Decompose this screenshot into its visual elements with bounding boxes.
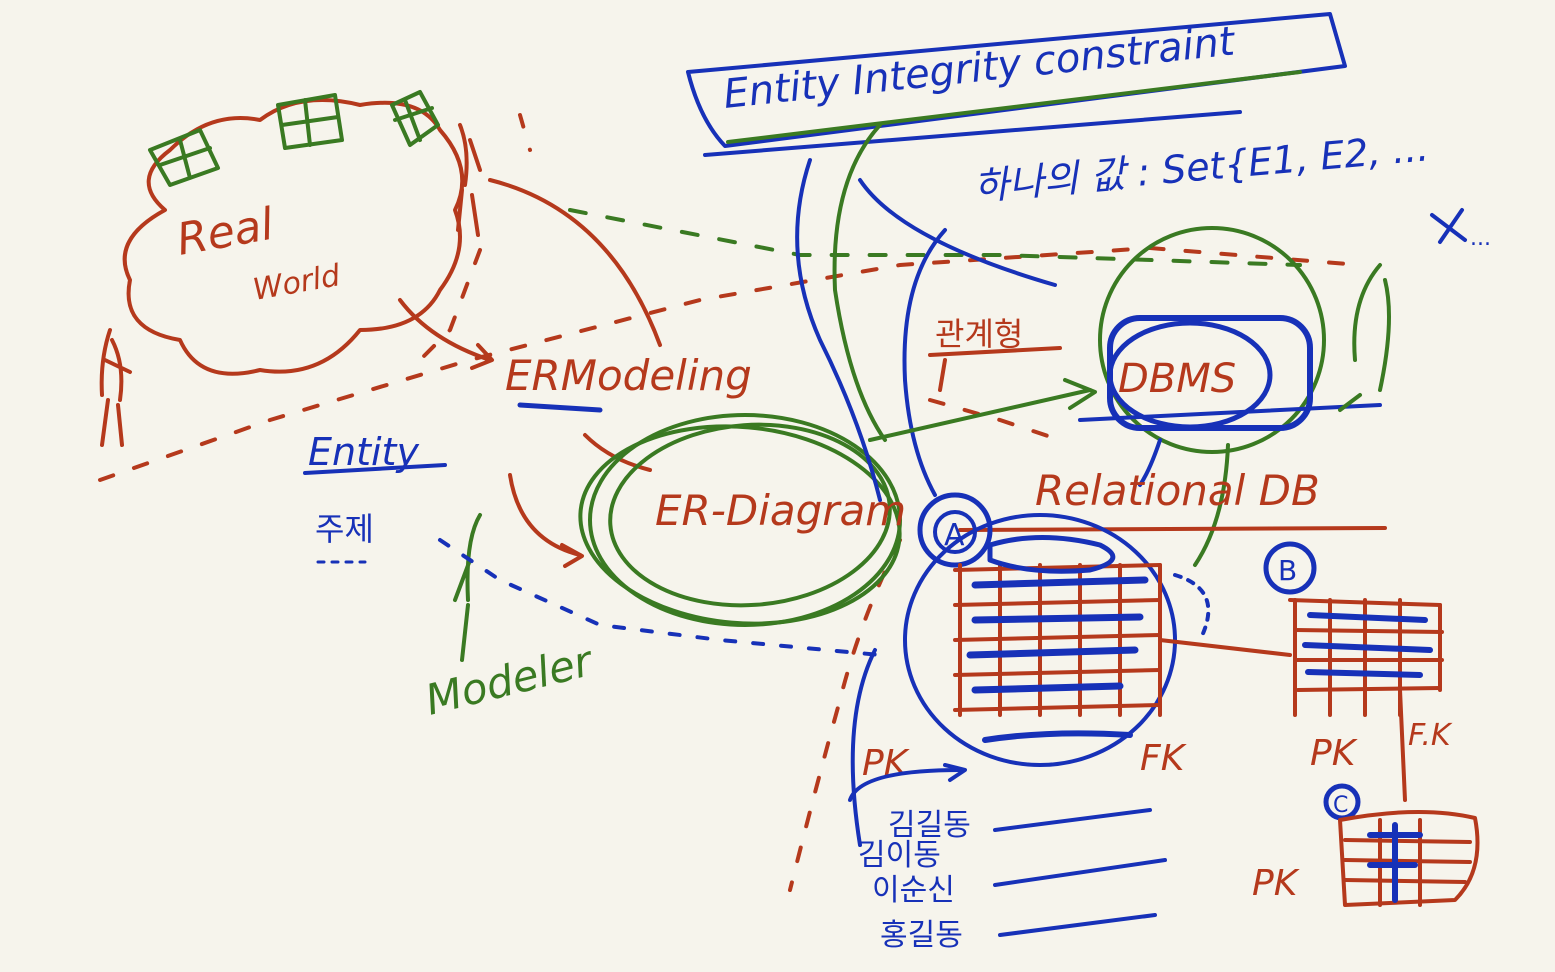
set-notation-text: 하나의 값 : Set{E1, E2, ... [972, 125, 1430, 209]
entity-group: Entity 주제 [303, 430, 447, 564]
entity-integrity-banner: Entity Integrity constraint [686, 12, 1347, 157]
modeler-group: Modeler [421, 513, 882, 725]
table-c: C [1323, 783, 1480, 907]
fk-right-label: F.K [1408, 718, 1453, 753]
name-item: 김길동 [888, 808, 971, 843]
svg-text:A: A [944, 518, 965, 553]
fk-left-label: FK [1140, 738, 1187, 779]
modeler-label: Modeler [421, 636, 600, 725]
name-item: 이순신 [872, 873, 955, 908]
blue-connectors [795, 123, 1057, 502]
relational-db-label: Relational DB [1035, 466, 1320, 515]
person-figure-left-icon [99, 328, 132, 447]
entity-integrity-title: Entity Integrity constraint [721, 18, 1238, 118]
dbms-side-figure-icon [1338, 263, 1391, 412]
world-label: World [250, 258, 343, 308]
relational-db-group: Relational DB [958, 466, 1387, 532]
svg-text:C: C [1333, 793, 1348, 818]
er-diagram-label: ER-Diagram [655, 486, 906, 535]
pk-bottom-label: PK [1252, 863, 1300, 904]
modeler-figure-icon [453, 513, 482, 662]
dbms-label: DBMS [1118, 356, 1236, 402]
corner-mark: ... [1430, 208, 1491, 251]
svg-text:B: B [1278, 554, 1297, 587]
green-dashed-line [568, 208, 1302, 267]
dbms-korean-label: 관계형 [935, 315, 1023, 353]
dbms-group: DBMS 관계형 [868, 226, 1391, 567]
er-modeling-label: ERModeling [505, 351, 752, 400]
real-label: Real [173, 199, 278, 266]
svg-text:...: ... [1470, 226, 1491, 251]
entity-box-icons [148, 90, 440, 187]
person-figure-right-icon [456, 123, 482, 237]
er-diagram-group: ER-Diagram [578, 413, 906, 627]
entity-sub-label: 주제 [315, 510, 374, 548]
table-b: B [1263, 541, 1444, 802]
er-modeling-group: ERModeling [398, 178, 752, 568]
name-list: 김길동 김이동 이순신 홍길동 [858, 808, 1167, 953]
pk-right-label: PK [1310, 733, 1358, 774]
table-a [903, 513, 1292, 767]
name-item: 홍길동 [880, 918, 963, 953]
name-item: 김이동 [858, 838, 941, 873]
